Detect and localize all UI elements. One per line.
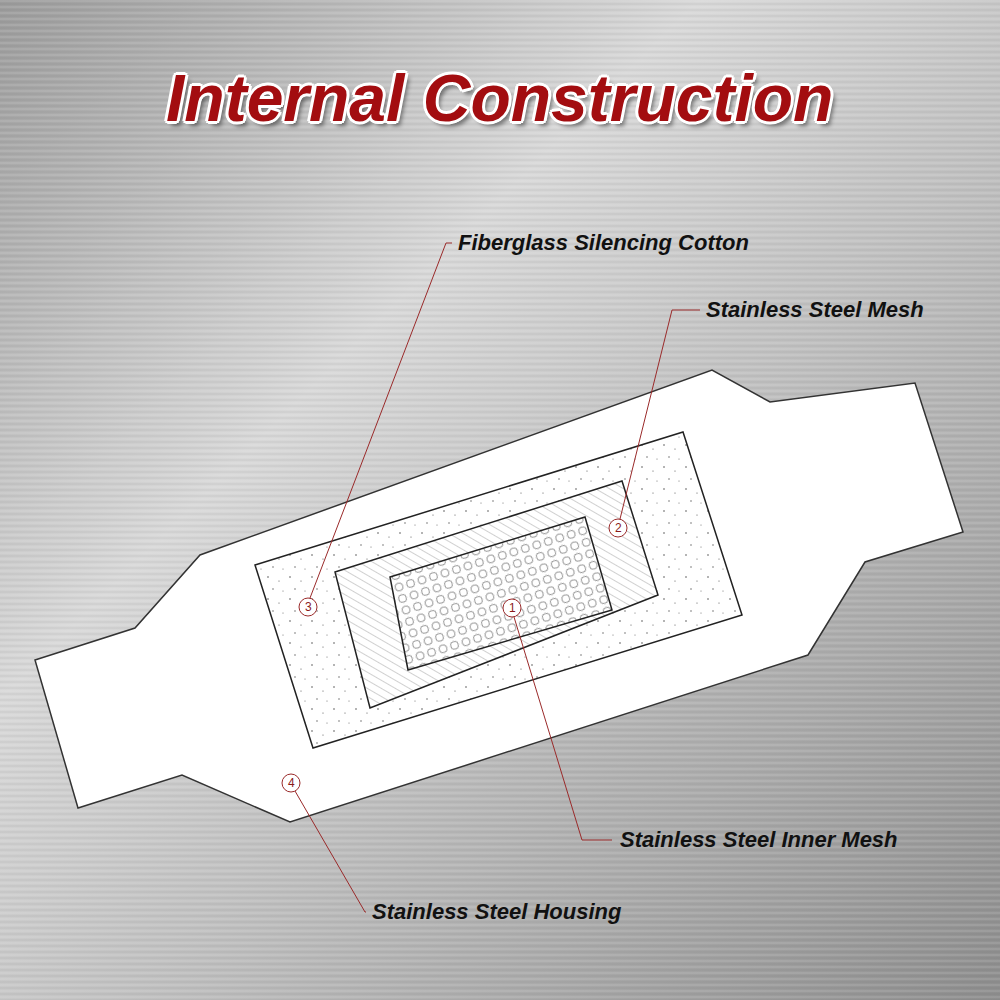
housing-outline [35,370,963,822]
callout-number: 3 [305,601,312,613]
inner-mesh-core [390,517,612,670]
callout-circles [282,519,627,792]
leader-line [310,243,452,598]
callout-number: 1 [509,602,516,614]
callout-circle [282,774,300,792]
part-label: Fiberglass Silencing Cotton [458,230,749,256]
mesh-layer [335,481,658,708]
callout-circle [299,598,317,616]
callout-number: 2 [615,522,622,534]
fiberglass-layer [255,432,742,748]
leader-line [295,791,366,912]
diagram-title: Internal Construction [166,62,833,135]
callout-circle [609,519,627,537]
leader-lines [295,243,700,912]
callout-circle [503,599,521,617]
part-label: Stainless Steel Inner Mesh [620,827,898,853]
callout-number: 4 [288,777,295,789]
part-label: Stainless Steel Mesh [706,297,924,323]
part-label: Stainless Steel Housing [372,899,621,925]
leader-line [620,310,700,519]
leader-line [514,617,612,840]
